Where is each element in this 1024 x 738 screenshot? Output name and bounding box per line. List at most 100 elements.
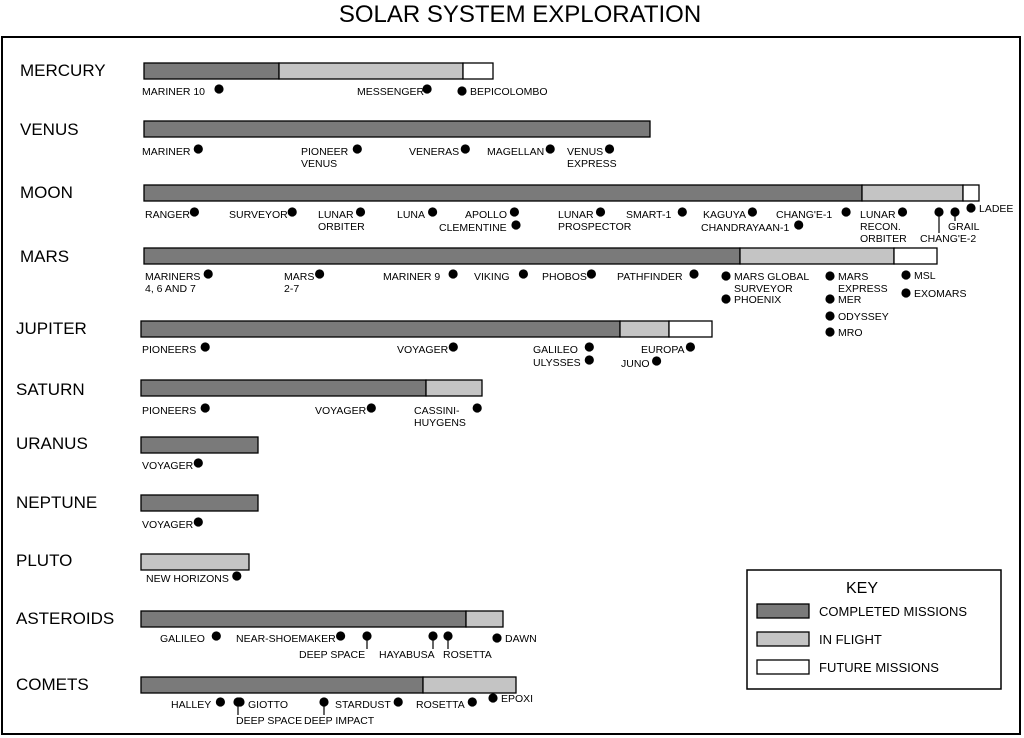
- mission-dot: [825, 327, 835, 337]
- mission-marker: EPOXI: [488, 693, 533, 705]
- mission-label: GRAIL: [948, 221, 980, 233]
- mission-label: NEAR-SHOEMAKER: [236, 633, 336, 645]
- mission-label: VIKING: [474, 271, 510, 283]
- mission-dot: [721, 294, 731, 304]
- target-name: NEPTUNE: [16, 493, 97, 512]
- mission-dot: [901, 270, 911, 280]
- mission-dot: [460, 144, 470, 154]
- mission-marker: EXOMARS: [901, 288, 967, 300]
- timeline-segment-completed: [143, 62, 280, 80]
- mission-dot: [448, 269, 458, 279]
- mission-marker: VOYAGER: [142, 517, 203, 531]
- mission-dot: [652, 356, 662, 366]
- mission-label-line: VENUS: [567, 146, 603, 158]
- mission-label: MARINER: [142, 146, 191, 158]
- target-name: VENUS: [20, 120, 79, 139]
- target-name: PLUTO: [16, 551, 72, 570]
- mission-label-line: RECON.: [860, 221, 901, 233]
- mission-label: NEW HORIZONS: [146, 573, 229, 585]
- timeline-segment-in-flight: [619, 320, 670, 338]
- mission-dot: [233, 697, 243, 707]
- mission-label: VOYAGER: [315, 405, 367, 417]
- mission-label-line: PATHFINDER: [617, 271, 683, 283]
- mission-label: VENERAS: [409, 146, 459, 158]
- mission-dot: [841, 207, 851, 217]
- target-name: MOON: [20, 183, 73, 202]
- mission-marker: SURVEYOR: [229, 207, 297, 221]
- mission-marker: STARDUST: [335, 697, 403, 711]
- mission-label: HAYABUSA: [379, 649, 435, 661]
- mission-label: SURVEYOR: [229, 209, 288, 221]
- mission-marker: MARINER 10: [142, 84, 224, 98]
- timeline-segment-completed: [143, 184, 863, 202]
- mission-marker: CHANG'E-1: [776, 207, 851, 221]
- mission-marker: MARINER: [142, 144, 203, 158]
- mission-dot: [966, 203, 976, 213]
- mission-label-line: PHOBOS: [542, 271, 587, 283]
- mission-label-line: ROSETTA: [416, 699, 465, 711]
- mission-label: CHANG'E-2: [920, 233, 976, 245]
- mission-dot: [193, 517, 203, 527]
- timeline-segment-future: [462, 62, 494, 80]
- mission-label: EXOMARS: [914, 288, 967, 300]
- mission-label: KAGUYA: [703, 209, 746, 221]
- mission-dot: [422, 84, 432, 94]
- mission-dot: [393, 697, 403, 707]
- mission-dot: [193, 458, 203, 468]
- mission-label-line: ROSETTA: [443, 649, 492, 661]
- mission-label-line: HALLEY: [171, 699, 211, 711]
- mission-label-line: CHANG'E-1: [776, 209, 832, 221]
- mission-dot: [457, 86, 467, 96]
- mission-marker: DEEP IMPACT: [304, 697, 375, 727]
- mission-label: VOYAGER: [397, 344, 449, 356]
- mission-dot: [352, 144, 362, 154]
- mission-dot: [193, 144, 203, 154]
- mission-dot: [428, 631, 438, 641]
- mission-dot: [472, 403, 482, 413]
- mission-dot: [545, 144, 555, 154]
- mission-label-line: EXPRESS: [838, 283, 888, 295]
- mission-dot: [897, 207, 908, 217]
- mission-dot: [443, 631, 453, 641]
- mission-label: GALILEO: [160, 633, 205, 645]
- mission-label-line: HUYGENS: [414, 417, 466, 429]
- target-row-neptune: NEPTUNE VOYAGER: [16, 493, 259, 531]
- mission-label-line: 4, 6 AND 7: [145, 283, 196, 295]
- mission-marker: NEW HORIZONS: [146, 571, 242, 585]
- mission-label: BEPICOLOMBO: [470, 86, 548, 98]
- mission-dot: [950, 207, 960, 217]
- timeline-segment-in-flight: [465, 610, 504, 628]
- mission-label: DEEP SPACE: [299, 649, 365, 661]
- mission-label: LUNA: [397, 209, 425, 221]
- mission-dot: [362, 631, 372, 641]
- mission-dot: [203, 269, 213, 279]
- mission-marker: LADEE: [966, 203, 1013, 215]
- mission-label: STARDUST: [335, 699, 391, 711]
- mission-label: CLEMENTINE: [439, 222, 507, 234]
- mission-dot: [825, 271, 835, 281]
- mission-label: JUNO: [621, 358, 650, 370]
- mission-label-line: ULYSSES: [533, 357, 581, 369]
- timeline-segment-in-flight: [422, 676, 517, 694]
- mission-label-line: GALILEO: [533, 344, 578, 356]
- key-swatch-in-flight: [756, 631, 810, 647]
- mission-label: GALILEO: [533, 344, 578, 356]
- mission-label-line: ORBITER: [318, 221, 365, 233]
- mission-label: EPOXI: [501, 693, 533, 705]
- key-swatch-future: [756, 659, 810, 675]
- timeline-segment-in-flight: [278, 62, 464, 80]
- mission-label-line: ORBITER: [860, 233, 907, 245]
- mission-label-line: LUNAR: [558, 209, 594, 221]
- mission-marker: JUNO: [621, 356, 662, 370]
- mission-label: DAWN: [505, 633, 537, 645]
- mission-label-line: LUNAR: [318, 209, 354, 221]
- timeline-segment-completed: [140, 610, 467, 628]
- mission-label-line: NEW HORIZONS: [146, 573, 229, 585]
